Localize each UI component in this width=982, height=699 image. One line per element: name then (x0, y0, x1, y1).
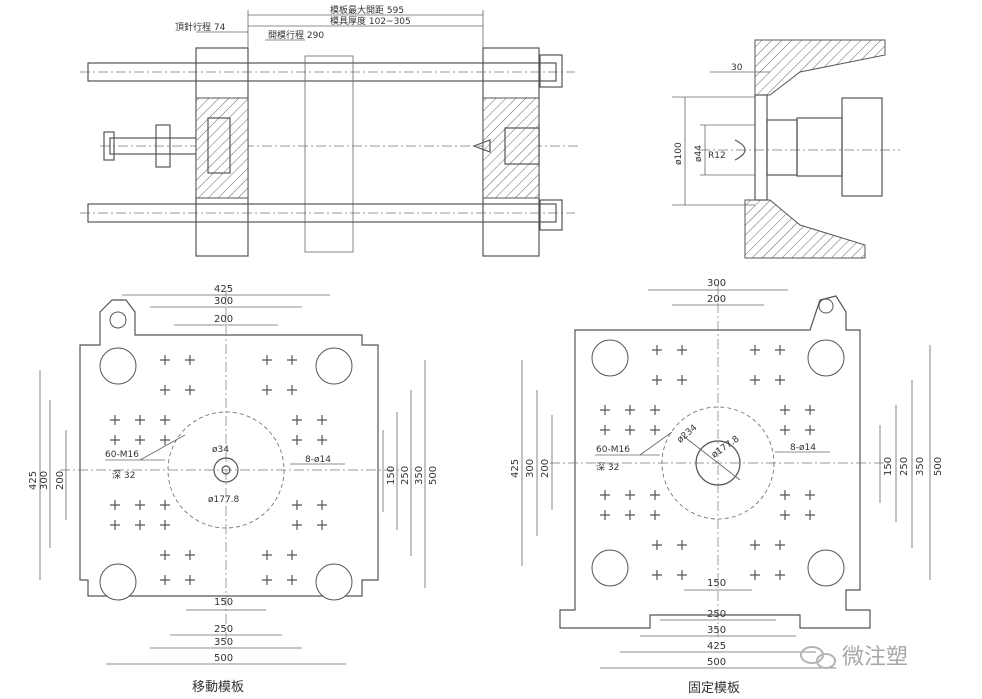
fixed-holes-label: 60-M16 (596, 445, 630, 455)
moving-right-dim-250: 250 (400, 466, 411, 485)
moving-top-dim-425: 425 (214, 284, 233, 295)
moving-right-dim-500: 500 (428, 466, 439, 485)
fixed-bottom-dim-150: 150 (707, 578, 726, 589)
moving-left-dim-425: 425 (28, 471, 39, 490)
fixed-right-dim-150: 150 (883, 457, 894, 476)
fixed-holes-depth: 深 32 (596, 462, 619, 473)
fixed-bottom-dim-500: 500 (707, 657, 726, 668)
side-view: 模板最大開距 595 模具厚度 102~305 開模行程 290 頂針行程 74 (80, 4, 580, 257)
fixed-platen-view: 300 200 150 250 350 425 500 425 300 200 … (510, 278, 944, 696)
dim-r12-label: R12 (708, 151, 726, 161)
fixed-left-dim-200: 200 (540, 459, 551, 478)
dim-d100-label: ø100 (674, 142, 684, 165)
moving-right-dim-150: 150 (386, 466, 397, 485)
fixed-bottom-dim-250: 250 (707, 609, 726, 620)
dim-d44-label: ø44 (694, 145, 704, 162)
fixed-right-dim-500: 500 (933, 457, 944, 476)
fixed-center-d1778: ø177.8 (710, 434, 742, 460)
moving-bottom-dim-350: 350 (214, 637, 233, 648)
moving-bottom-dim-250: 250 (214, 624, 233, 635)
moving-bottom-dim-150: 150 (214, 597, 233, 608)
fixed-bolt-label: 8-ø14 (790, 443, 816, 453)
moving-bolt-label: 8-ø14 (305, 455, 331, 465)
moving-bottom-dim-500: 500 (214, 653, 233, 664)
fixed-top-dim-200: 200 (707, 294, 726, 305)
max-platen-distance-label: 模板最大開距 595 (330, 4, 404, 16)
watermark: 微注塑 (800, 645, 908, 670)
moving-top-dim-300: 300 (214, 296, 233, 307)
mold-thickness-label: 模具厚度 102~305 (330, 15, 411, 27)
fixed-left-dim-300: 300 (525, 459, 536, 478)
moving-platen-caption: 移動模板 (192, 680, 244, 695)
watermark-text: 微注塑 (842, 645, 908, 670)
moving-right-dim-350: 350 (414, 466, 425, 485)
fixed-platen-holes (600, 345, 815, 580)
fixed-right-dim-350: 350 (915, 457, 926, 476)
nozzle-detail: 30 ø100 ø44 R12 (672, 39, 900, 259)
moving-platen-view: 425 300 200 150 250 350 500 425 300 200 … (28, 284, 439, 695)
moving-center-d1778: ø177.8 (208, 495, 240, 505)
fixed-bottom-dim-350: 350 (707, 625, 726, 636)
opening-stroke-label: 開模行程 290 (268, 29, 324, 41)
moving-left-dim-200: 200 (55, 471, 66, 490)
fixed-angle-d234: ø234 (676, 423, 700, 445)
moving-top-dim-200: 200 (214, 314, 233, 325)
moving-holes-label: 60-M16 (105, 450, 139, 460)
moving-holes-depth: 深 32 (112, 470, 135, 481)
moving-platen-holes (110, 355, 327, 585)
ejector-stroke-label: 頂針行程 74 (175, 21, 226, 33)
moving-center-d34: ø34 (212, 445, 229, 455)
fixed-right-dim-250: 250 (899, 457, 910, 476)
dim-30-label: 30 (731, 63, 743, 73)
fixed-left-dim-425: 425 (510, 459, 521, 478)
moving-left-dim-300: 300 (39, 471, 50, 490)
fixed-bottom-dim-425: 425 (707, 641, 726, 652)
fixed-platen-caption: 固定模板 (688, 681, 740, 696)
fixed-top-dim-300: 300 (707, 278, 726, 289)
